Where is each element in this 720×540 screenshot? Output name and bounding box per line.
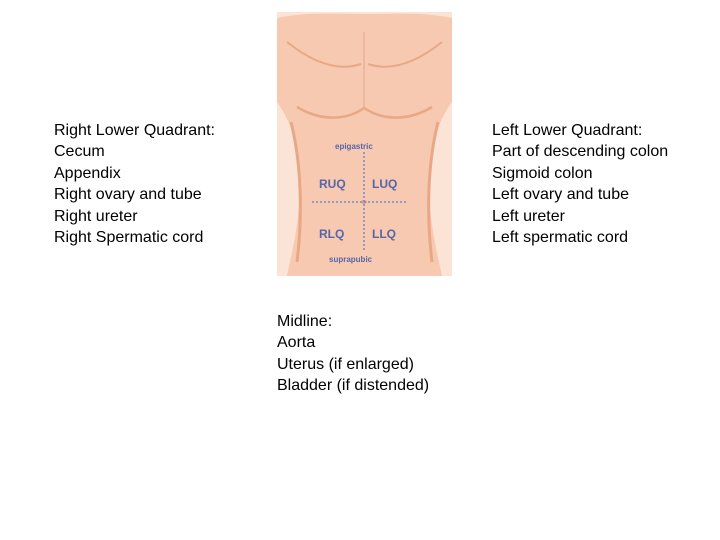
- right-flank-shadow: [427, 121, 440, 263]
- midline-item-bladder: Bladder (if distended): [277, 377, 430, 395]
- llq-item-ovary: Left ovary and tube: [492, 186, 629, 204]
- lower-chest-contour: [296, 105, 433, 119]
- left-lower-quadrant-text: Left Lower Quadrant: Part of descending …: [492, 120, 668, 248]
- rlq-item-cecum: Cecum: [54, 143, 105, 161]
- label-luq: LUQ: [372, 177, 397, 191]
- rlq-item-ureter: Right ureter: [54, 207, 138, 225]
- llq-item-sigmoid-colon: Sigmoid colon: [492, 164, 593, 182]
- label-ruq: RUQ: [319, 177, 346, 191]
- midline-item-aorta: Aorta: [277, 334, 316, 352]
- left-lower-quadrant-heading: Left Lower Quadrant:: [492, 122, 643, 139]
- left-flank-shadow: [289, 121, 302, 263]
- llq-item-ureter: Left ureter: [492, 207, 565, 225]
- label-epigastric: epigastric: [335, 142, 373, 151]
- rlq-item-ovary: Right ovary and tube: [54, 186, 202, 204]
- label-llq: LLQ: [372, 227, 396, 241]
- midline-heading: Midline:: [277, 313, 333, 330]
- llq-item-spermatic-cord: Left spermatic cord: [492, 229, 629, 247]
- abdomen-quadrants-image: epigastric RUQ LUQ RLQ LLQ suprapubic: [277, 12, 452, 276]
- llq-item-descending-colon: Part of descending colon: [492, 143, 669, 161]
- midline-item-uterus: Uterus (if enlarged): [277, 355, 414, 373]
- label-suprapubic: suprapubic: [329, 255, 373, 264]
- right-lower-quadrant-heading: Right Lower Quadrant:: [54, 122, 215, 139]
- label-rlq: RLQ: [319, 227, 344, 241]
- midline-text: Midline: Aorta Uterus (if enlarged) Blad…: [277, 311, 429, 397]
- chest-contour: [286, 41, 443, 68]
- right-lower-quadrant-text: Right Lower Quadrant: Cecum Appendix Rig…: [54, 120, 215, 248]
- torso-body: [277, 13, 452, 276]
- rlq-item-spermatic-cord: Right Spermatic cord: [54, 229, 204, 247]
- rlq-item-appendix: Appendix: [54, 164, 121, 182]
